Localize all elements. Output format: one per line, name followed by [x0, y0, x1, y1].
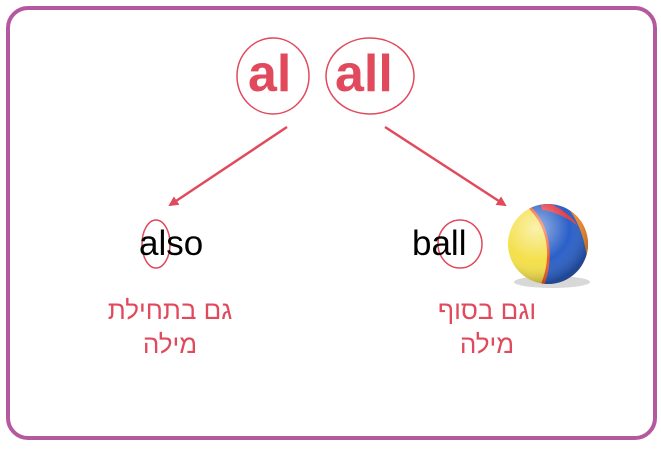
- also-al-circle: [141, 219, 171, 269]
- all-circle: [325, 37, 415, 115]
- arrow-left: [168, 125, 288, 207]
- right-caption-line1: וגם בסוף: [437, 295, 537, 325]
- left-caption-line1: גם בתחילת: [107, 295, 233, 325]
- arrow-right: [384, 125, 507, 207]
- al-circle: [236, 37, 310, 115]
- beach-ball-icon: [508, 204, 590, 288]
- left-caption: גם בתחילת מילה: [70, 293, 270, 361]
- top-word-al: al: [248, 45, 292, 103]
- right-caption: וגם בסוף מילה: [392, 293, 582, 361]
- word-ball: ball: [412, 224, 467, 263]
- right-caption-line2: מילה: [459, 329, 515, 359]
- top-word-all: all: [335, 45, 393, 103]
- ball-all-circle: [437, 219, 483, 269]
- left-caption-line2: מילה: [142, 329, 198, 359]
- word-also: also: [139, 224, 204, 263]
